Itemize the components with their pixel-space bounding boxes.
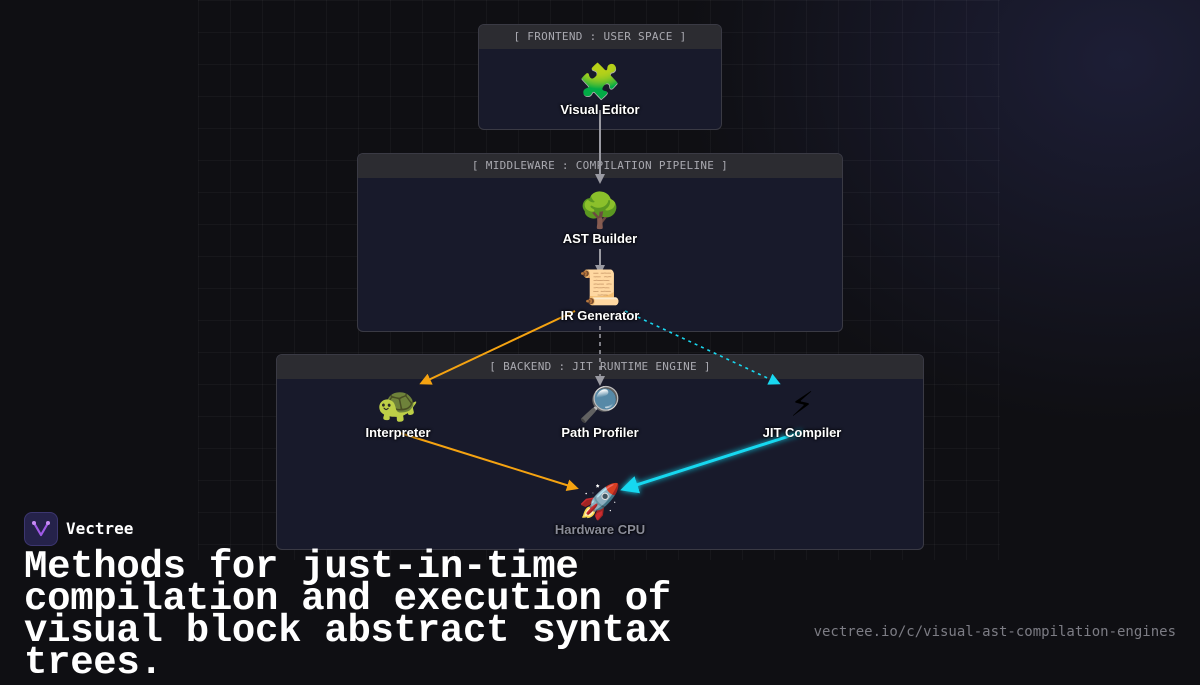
edge-ir-generator-to-interpreter bbox=[419, 310, 576, 385]
puzzle-piece-icon: 🧩 bbox=[578, 62, 622, 102]
tree-icon: 🌳 bbox=[578, 191, 622, 231]
scroll-icon: 📜 bbox=[578, 268, 622, 308]
node-label: Visual Editor bbox=[560, 102, 640, 117]
magnifier-icon: 🔎 bbox=[578, 385, 622, 425]
node-label: Path Profiler bbox=[561, 425, 639, 440]
edge-interpreter-to-hardware-cpu bbox=[399, 432, 579, 492]
node-label: AST Builder bbox=[562, 231, 638, 246]
node-ast-builder: 🌳 AST Builder bbox=[520, 191, 680, 246]
node-path-profiler: 🔎 Path Profiler bbox=[520, 385, 680, 440]
node-label: Hardware CPU bbox=[554, 522, 646, 537]
frontend-layer: [ FRONTEND : USER SPACE ] bbox=[478, 24, 722, 130]
source-url: vectree.io/c/visual-ast-compilation-engi… bbox=[813, 624, 1176, 640]
node-visual-editor: 🧩 Visual Editor bbox=[520, 62, 680, 117]
node-label: Interpreter bbox=[365, 425, 431, 440]
backend-layer: [ BACKEND : JIT RUNTIME ENGINE ] bbox=[276, 354, 924, 550]
lightning-icon: ⚡ bbox=[790, 385, 814, 425]
node-hardware-cpu: 🚀 Hardware CPU bbox=[520, 482, 680, 537]
node-ir-generator: 📜 IR Generator bbox=[520, 268, 680, 323]
headline: Methods for just-in-time compilation and… bbox=[24, 545, 671, 685]
node-label: JIT Compiler bbox=[762, 425, 842, 440]
node-label: IR Generator bbox=[560, 308, 640, 323]
turtle-icon: 🐢 bbox=[376, 385, 420, 425]
brand-name: Vectree bbox=[66, 519, 134, 538]
rocket-icon: 🚀 bbox=[578, 482, 622, 522]
node-interpreter: 🐢 Interpreter bbox=[318, 385, 478, 440]
edge-ir-generator-to-jit-compiler bbox=[624, 310, 781, 385]
node-jit-compiler: ⚡ JIT Compiler bbox=[722, 385, 882, 440]
frontend-layer-title: [ FRONTEND : USER SPACE ] bbox=[479, 25, 721, 49]
vectree-logo-icon bbox=[24, 512, 58, 546]
edge-jit-compiler-to-hardware-cpu bbox=[620, 430, 803, 494]
